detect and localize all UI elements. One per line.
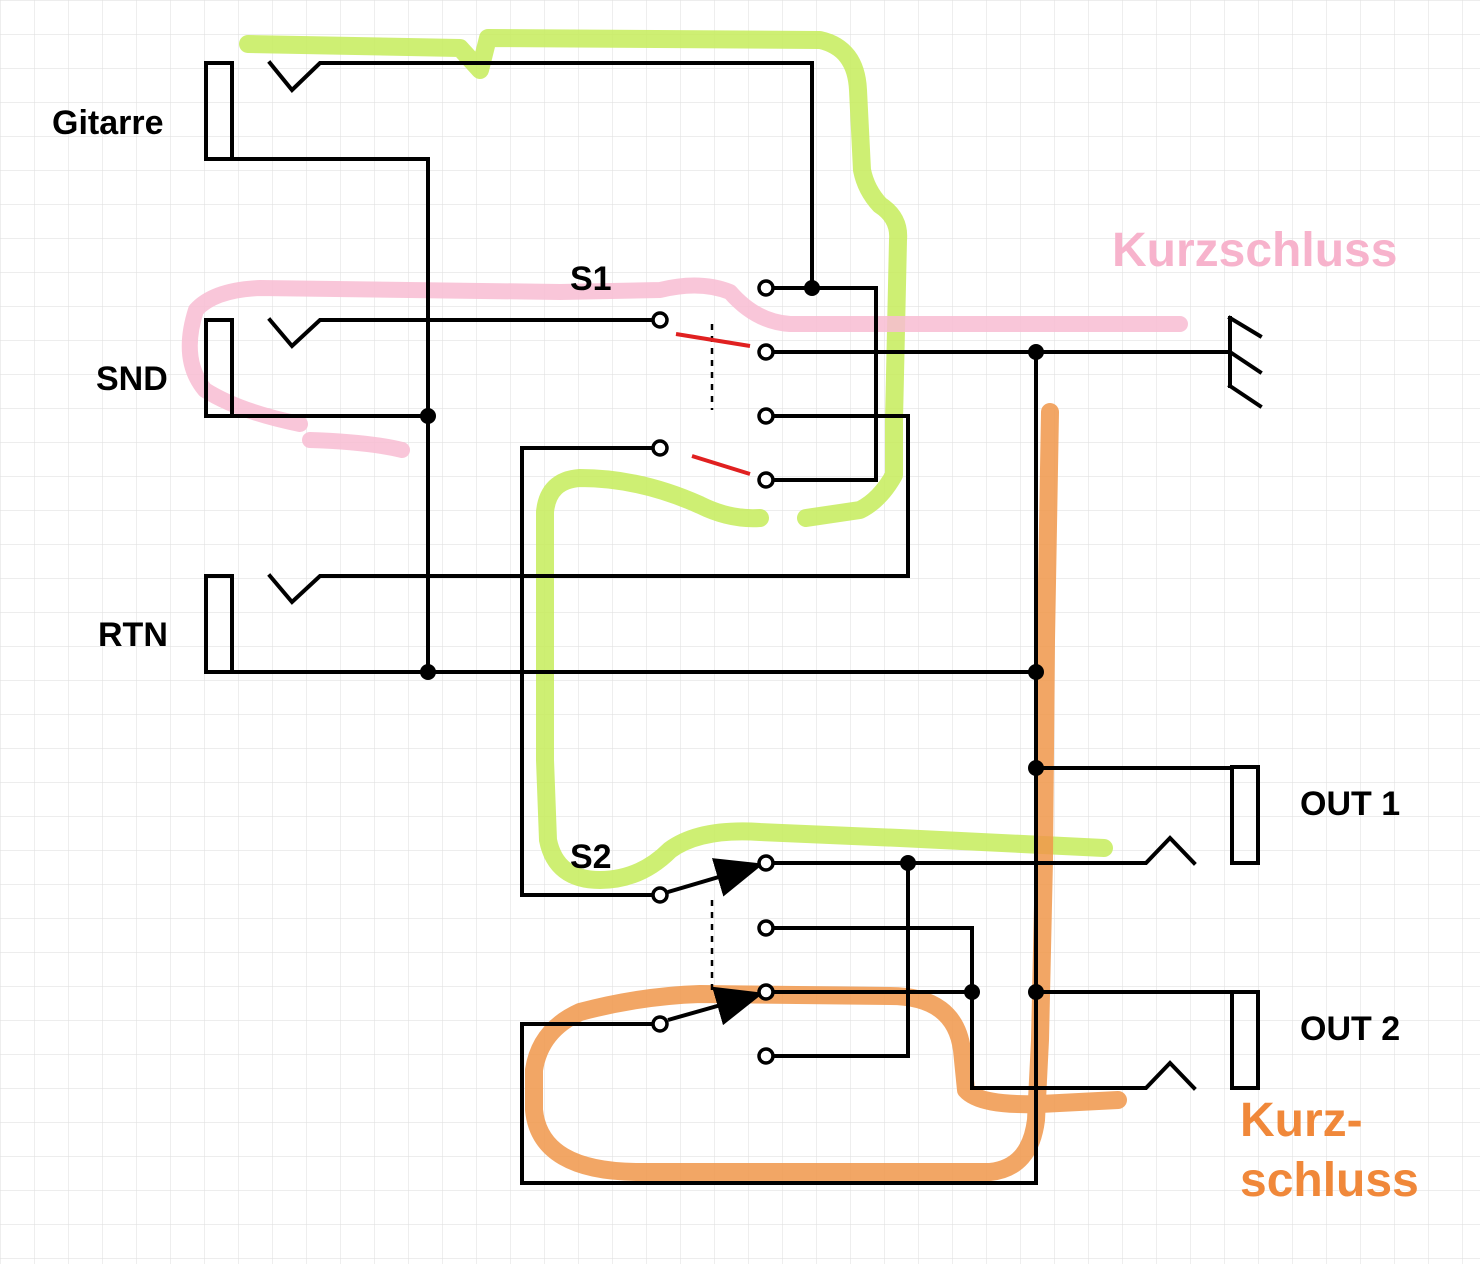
jack-send-tip (267, 317, 662, 349)
jack-return (204, 574, 234, 674)
s2-lever-lower (667, 986, 764, 1026)
label-guitar: Gitarre (52, 104, 164, 142)
jack-out2-tip (764, 926, 1197, 1091)
s1-lever-lower (691, 454, 751, 476)
annotation-short-orange-1: Kurz- (1240, 1094, 1363, 1147)
label-return: RTN (98, 616, 168, 654)
s2-out1-jumper (764, 861, 910, 1058)
junction-dot (420, 664, 436, 680)
junction-dot (1028, 760, 1044, 776)
junction-dot (1028, 984, 1044, 1000)
s2-terminal (757, 919, 775, 937)
annotation-short-pink: Kurzschluss (1112, 224, 1397, 277)
s1-lower-common (520, 446, 662, 897)
junction-dot (1028, 664, 1044, 680)
jack-out1-tip (764, 835, 1197, 866)
s2-common-terminal (651, 886, 669, 904)
highlight-pink-path (181, 277, 1188, 458)
s1-terminal (757, 407, 775, 425)
highlight-green-path (239, 29, 908, 527)
ground-symbol (1227, 315, 1263, 409)
junction-dot (1028, 344, 1044, 360)
s1-terminal (757, 471, 775, 489)
label-layer: Gitarre SND RTN OUT 1 OUT 2 S1 S2 Kurzsc… (52, 104, 1419, 1207)
s1-lever-upper (675, 332, 751, 348)
jack-out2 (1230, 990, 1260, 1090)
label-send: SND (96, 360, 168, 398)
s2-terminal (757, 854, 775, 872)
junction-dot (420, 408, 436, 424)
highlight-layer (181, 29, 1188, 1181)
s1-terminal (757, 279, 775, 297)
junction-dot (804, 280, 820, 296)
s2-lever-upper (667, 858, 764, 897)
s2-terminal (757, 983, 775, 1001)
jack-guitar-tip (267, 60, 814, 290)
jack-send (204, 318, 234, 418)
s2-common-terminal (651, 1015, 669, 1033)
jack-guitar (204, 61, 234, 161)
junction-dot (964, 984, 980, 1000)
label-out2: OUT 2 (1300, 1010, 1400, 1048)
label-switch1: S1 (570, 260, 612, 298)
guitar-sleeve-wire (230, 157, 430, 674)
ground-bus (520, 350, 1232, 1185)
junction-dot (900, 855, 916, 871)
s1-upper-right (764, 286, 878, 482)
jack-out1 (1230, 765, 1260, 865)
label-out1: OUT 1 (1300, 785, 1400, 823)
highlight-green-path-2 (536, 469, 1113, 889)
s1-terminal (757, 343, 775, 361)
s2-terminal (757, 1047, 775, 1065)
wiring-layer (204, 60, 1263, 1185)
jack-return-tip (267, 414, 910, 605)
highlight-orange-path (525, 403, 1127, 1181)
annotation-short-orange-2: schluss (1240, 1154, 1419, 1207)
s1-common-terminal (651, 311, 669, 329)
label-switch2: S2 (570, 838, 612, 876)
s1-common-terminal (651, 439, 669, 457)
